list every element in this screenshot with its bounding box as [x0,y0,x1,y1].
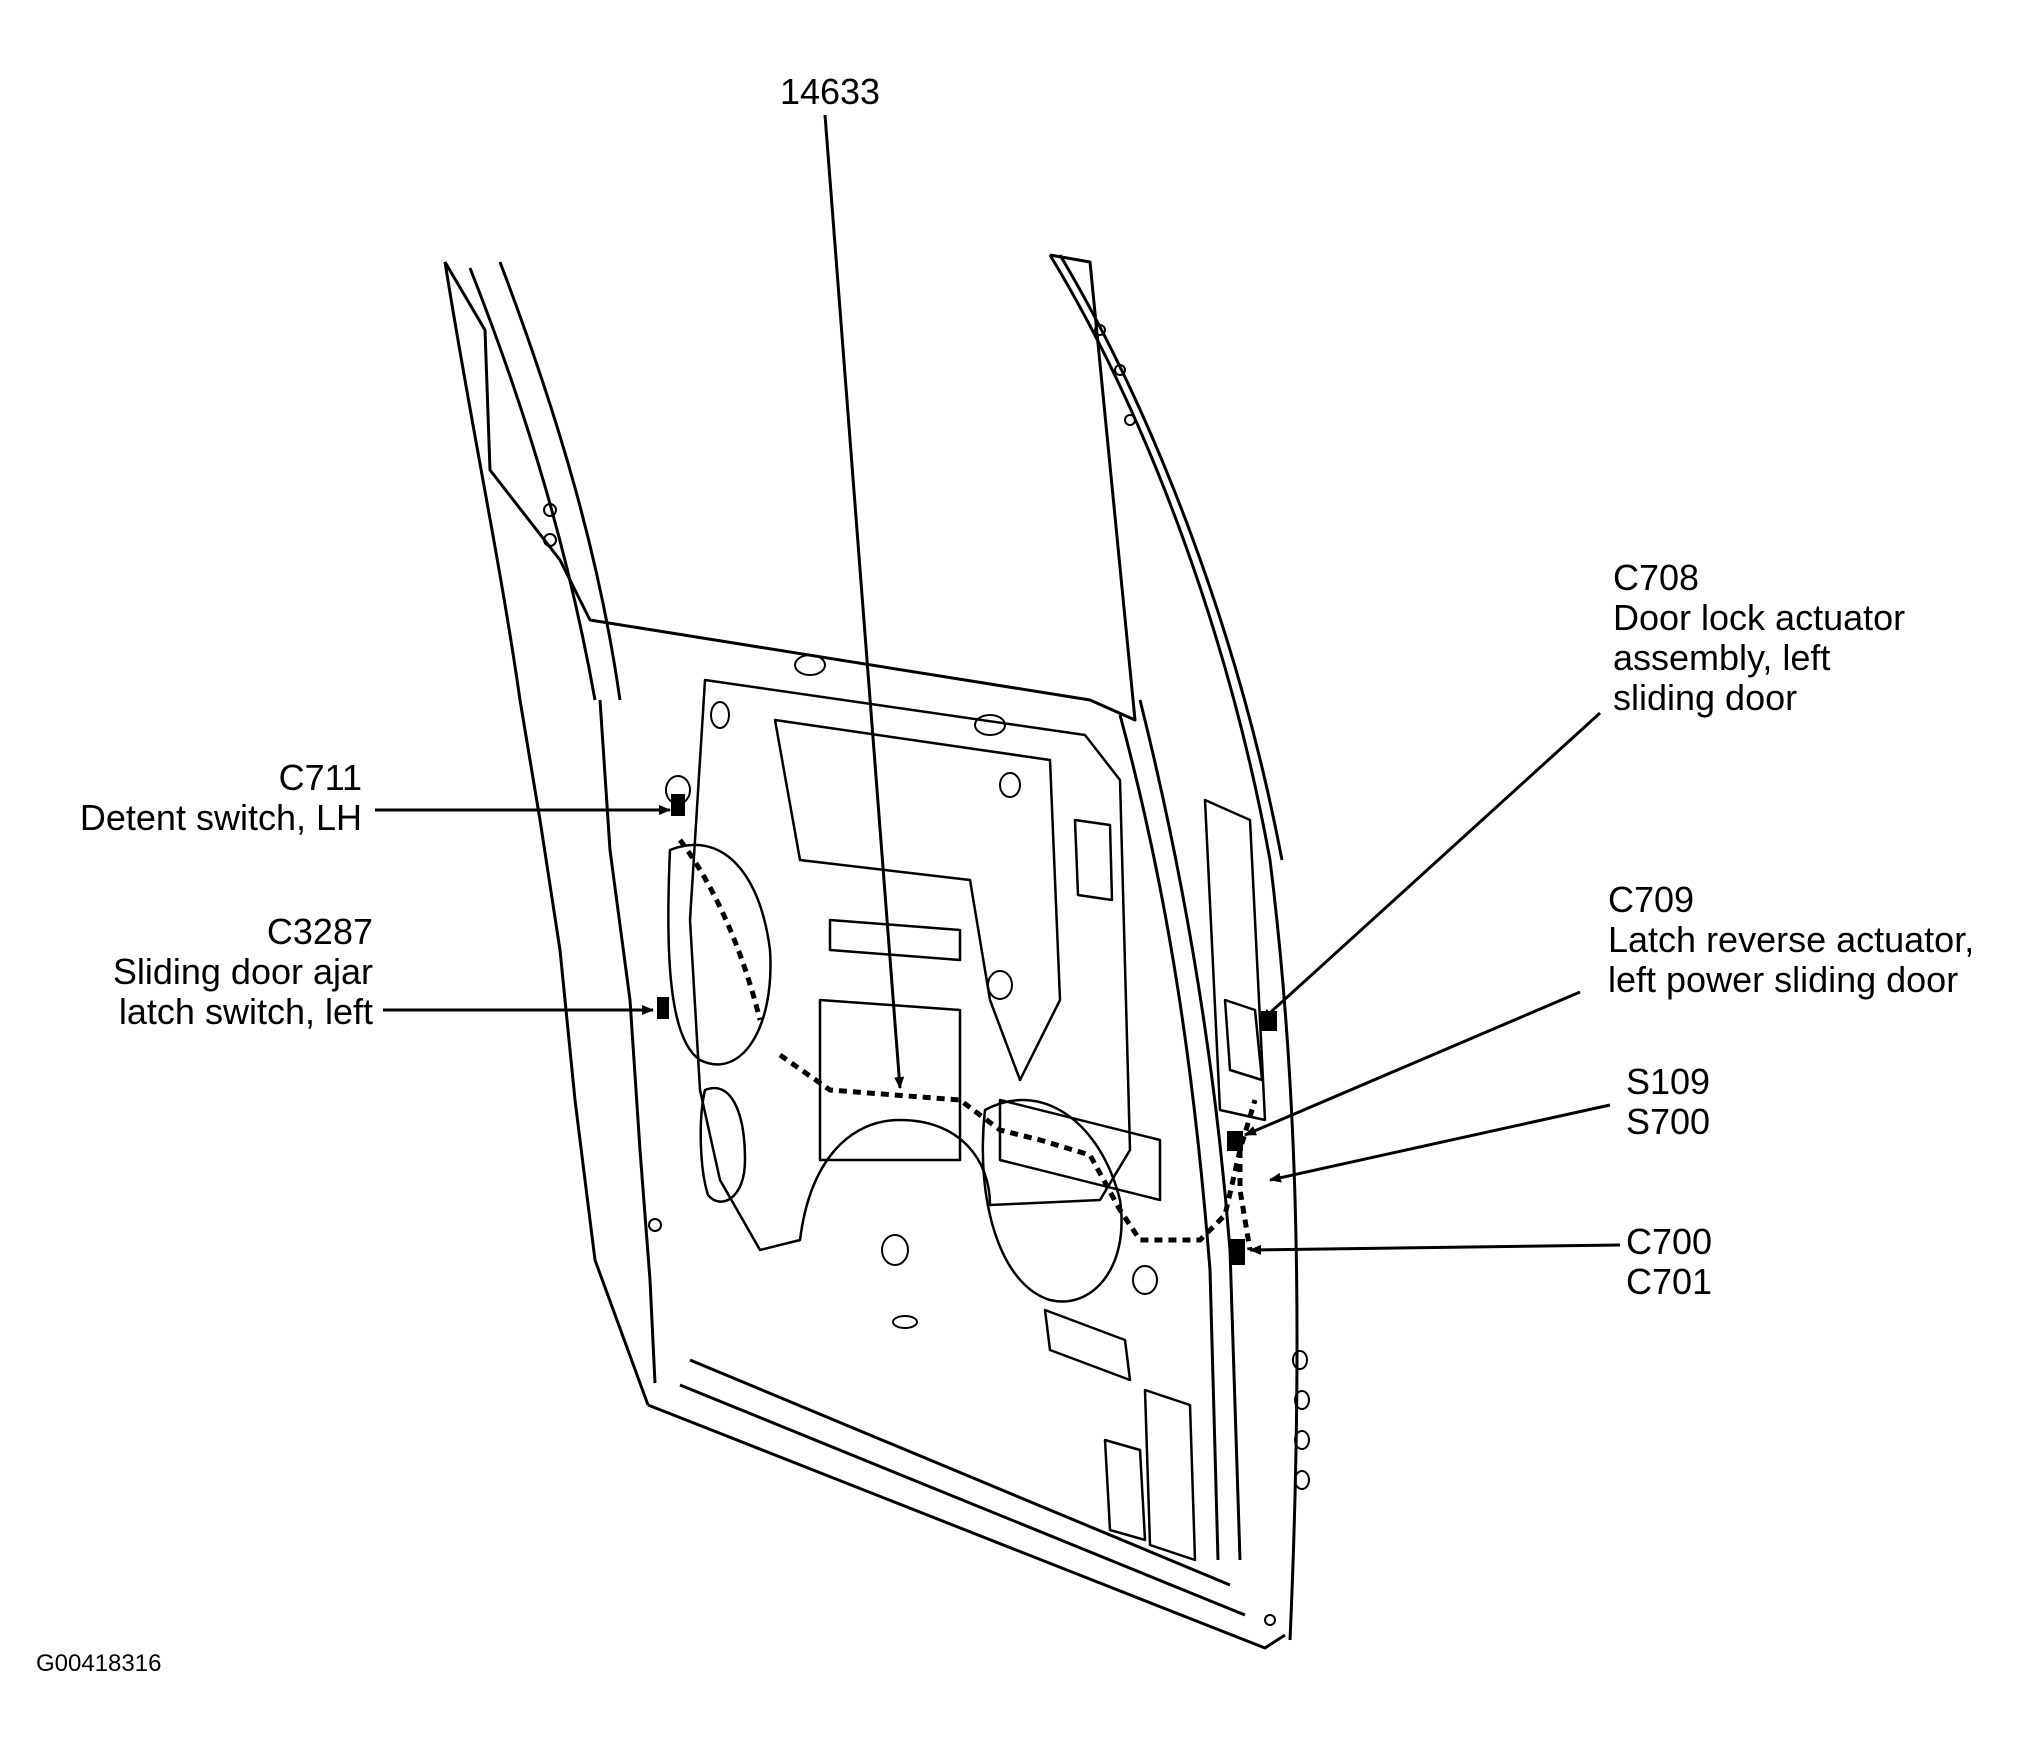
callout-c708-desc-1: Door lock actuator [1613,597,1906,638]
callout-14633-number: 14633 [779,71,881,112]
callout-c708: C708 Door lock actuator assembly, left s… [1613,558,1905,718]
leader-s109-s700 [1269,1103,1611,1183]
callout-c708-desc-3: sliding door [1613,677,1798,718]
leader-lines [375,114,1621,1255]
leader-14633 [823,114,905,1089]
callout-c708-number: C708 [1613,557,1700,598]
callout-c700-c701: C700 C701 [1626,1222,1712,1302]
callout-c709-number: C709 [1608,879,1695,920]
door-outer-panel [443,253,1299,1650]
callout-c700: C700 [1626,1221,1713,1262]
callout-c711-desc: Detent switch, LH [79,797,362,838]
callout-s700: S700 [1626,1101,1711,1142]
callout-c3287-number: C3287 [266,911,373,952]
callout-s109-s700: S109 S700 [1626,1062,1710,1142]
figure-id: G00418316 [36,1650,162,1677]
callout-c708-desc-2: assembly, left [1613,637,1831,678]
callout-c709-desc-2: left power sliding door [1608,959,1959,1000]
door-holes [543,324,1310,1626]
callout-c3287-desc-2: latch switch, left [118,991,373,1032]
leader-c709 [1244,990,1581,1137]
callout-c709: C709 Latch reverse actuator, left power … [1608,880,1974,1000]
door-inner-cutouts [667,678,1267,1562]
callout-c3287: C3287 Sliding door ajar latch switch, le… [60,912,373,1032]
leader-c708 [1260,711,1602,1022]
callout-14633: 14633 [755,72,905,112]
callout-s109: S109 [1626,1061,1711,1102]
leader-c700-c701 [1249,1243,1621,1255]
callout-c709-desc-1: Latch reverse actuator, [1608,919,1975,960]
callout-c701: C701 [1626,1261,1713,1302]
connector-markers [657,794,1277,1265]
callout-c711: C711 Detent switch, LH [40,758,362,838]
callout-c711-number: C711 [278,757,362,798]
wiring-harness [677,838,1258,1251]
callout-c3287-desc-1: Sliding door ajar [112,951,373,992]
